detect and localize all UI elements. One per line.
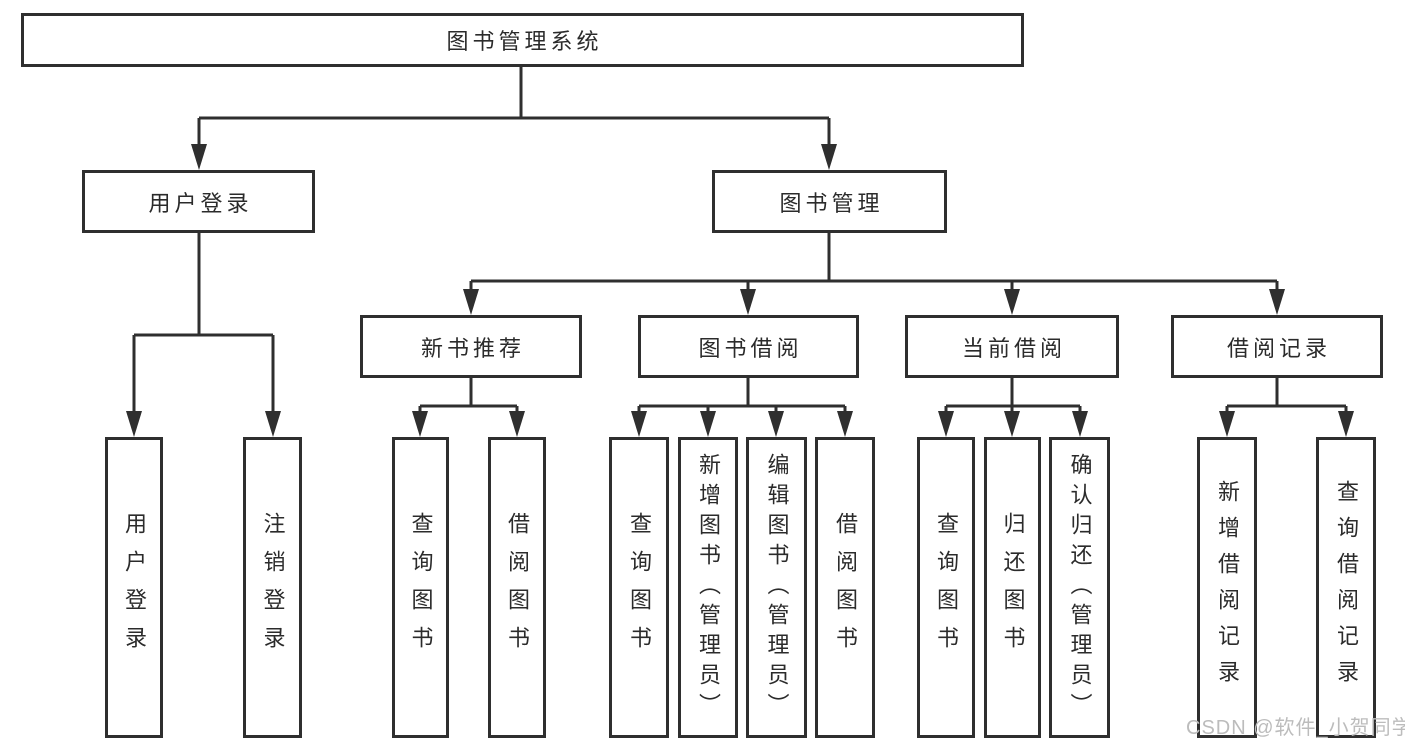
- leaf-query-books-3: 查询图书: [917, 437, 975, 738]
- leaf-add-books-admin-label: 新增图书（管理员）: [696, 452, 721, 723]
- leaf-borrow-books-1-label: 借阅图书: [505, 511, 530, 664]
- node-book-management: 图书管理: [712, 170, 947, 233]
- node-book-borrow: 图书借阅: [638, 315, 859, 378]
- leaf-user-login: 用户登录: [105, 437, 163, 738]
- leaf-borrow-books-1: 借阅图书: [488, 437, 546, 738]
- leaf-query-books-1: 查询图书: [392, 437, 449, 738]
- node-new-book-recommend-label: 新书推荐: [420, 335, 525, 361]
- leaf-logout-label: 注销登录: [260, 511, 286, 664]
- leaf-query-books-2: 查询图书: [609, 437, 669, 738]
- node-current-borrow: 当前借阅: [905, 315, 1119, 378]
- node-new-book-recommend: 新书推荐: [360, 315, 582, 378]
- leaf-add-borrow-record-label: 新增借阅记录: [1215, 479, 1240, 696]
- leaf-edit-books-admin: 编辑图书（管理员）: [746, 437, 807, 738]
- leaf-confirm-return-admin: 确认归还（管理员）: [1049, 437, 1110, 738]
- node-library-system: 图书管理系统: [21, 13, 1024, 67]
- leaf-confirm-return-admin-label: 确认归还（管理员）: [1067, 452, 1093, 723]
- leaf-add-books-admin: 新增图书（管理员）: [678, 437, 738, 738]
- node-user-login-label: 用户登录: [148, 190, 253, 216]
- leaf-borrow-books-2: 借阅图书: [815, 437, 875, 738]
- leaf-return-books: 归还图书: [984, 437, 1041, 738]
- leaf-borrow-books-2-label: 借阅图书: [833, 511, 858, 664]
- leaf-query-books-1-label: 查询图书: [408, 511, 434, 664]
- leaf-return-books-label: 归还图书: [1000, 511, 1026, 664]
- node-book-management-label: 图书管理: [779, 190, 884, 216]
- node-book-borrow-label: 图书借阅: [698, 335, 803, 361]
- leaf-query-borrow-record: 查询借阅记录: [1316, 437, 1376, 738]
- node-borrow-record-label: 借阅记录: [1226, 335, 1331, 361]
- leaf-user-login-label: 用户登录: [122, 511, 147, 664]
- csdn-watermark: CSDN @软件_小贺同学: [1186, 717, 1405, 739]
- leaf-edit-books-admin-label: 编辑图书（管理员）: [764, 452, 790, 723]
- leaf-add-borrow-record: 新增借阅记录: [1197, 437, 1257, 738]
- node-library-system-label: 图书管理系统: [446, 29, 603, 54]
- leaf-logout: 注销登录: [243, 437, 302, 738]
- node-user-login: 用户登录: [82, 170, 315, 233]
- node-borrow-record: 借阅记录: [1171, 315, 1383, 378]
- leaf-query-borrow-record-label: 查询借阅记录: [1334, 479, 1359, 696]
- leaf-query-books-2-label: 查询图书: [627, 511, 652, 664]
- leaf-query-books-3-label: 查询图书: [934, 511, 959, 664]
- node-current-borrow-label: 当前借阅: [961, 335, 1066, 361]
